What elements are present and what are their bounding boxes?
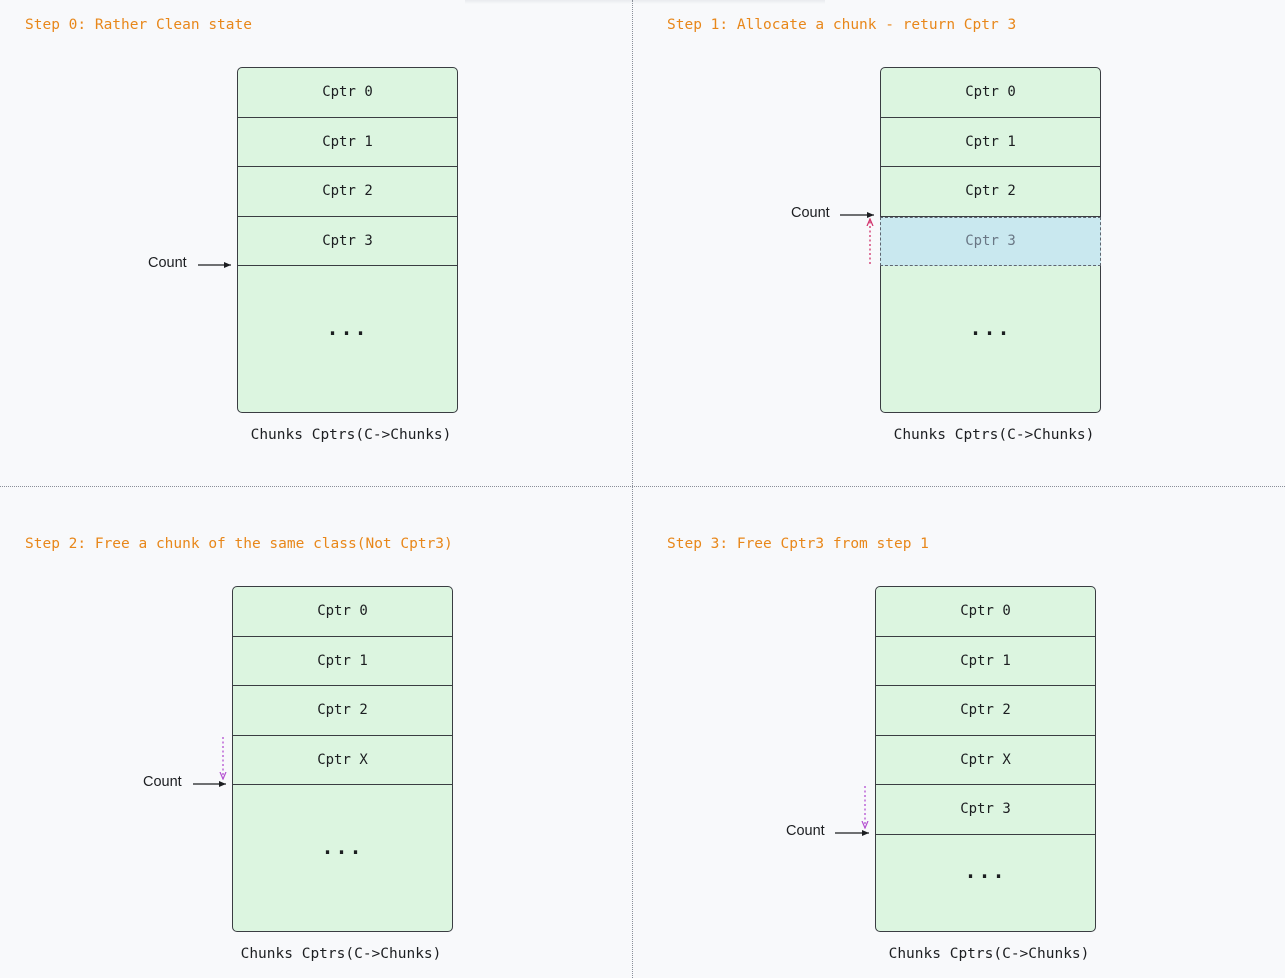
step-0-title: Step 0: Rather Clean state xyxy=(25,17,252,33)
step-0-cell-3: Cptr 3 xyxy=(238,217,457,266)
step-2-cell-0: Cptr 0 xyxy=(233,587,452,637)
step-2-count-label: Count xyxy=(143,774,182,790)
step-3-ellipsis: ... xyxy=(964,859,1007,883)
step-0-count-label: Count xyxy=(148,255,187,271)
step-1-ellipsis: ... xyxy=(969,316,1012,340)
step-2-caption: Chunks Cptrs(C->Chunks) xyxy=(240,946,442,962)
step-0-cell-0: Cptr 0 xyxy=(238,68,457,118)
step-2-ellipsis: ... xyxy=(321,835,364,859)
step-3-cell-3: Cptr X xyxy=(876,736,1095,785)
step-0-cell-2: Cptr 2 xyxy=(238,167,457,217)
step-1-cell-2: Cptr 2 xyxy=(881,167,1100,217)
vertical-divider xyxy=(632,0,633,978)
step-3-count-label: Count xyxy=(786,823,825,839)
step-1-cell-1: Cptr 1 xyxy=(881,118,1100,167)
step-1-count-label: Count xyxy=(791,205,830,221)
step-3-cell-1: Cptr 1 xyxy=(876,637,1095,686)
step-3-cell-2: Cptr 2 xyxy=(876,686,1095,736)
step-1-chunk-stack: Cptr 0 Cptr 1 Cptr 2 Cptr 3 ... xyxy=(880,67,1101,413)
top-edge-shadow xyxy=(465,0,825,4)
step-0-cell-1: Cptr 1 xyxy=(238,118,457,167)
step-3-chunk-stack: Cptr 0 Cptr 1 Cptr 2 Cptr X Cptr 3 ... xyxy=(875,586,1096,932)
step-2-chunk-stack: Cptr 0 Cptr 1 Cptr 2 Cptr X ... xyxy=(232,586,453,932)
step-3-cell-0: Cptr 0 xyxy=(876,587,1095,637)
step-3-caption: Chunks Cptrs(C->Chunks) xyxy=(888,946,1090,962)
step-3-title: Step 3: Free Cptr3 from step 1 xyxy=(667,536,929,552)
horizontal-divider xyxy=(0,486,1285,487)
step-0-chunk-stack: Cptr 0 Cptr 1 Cptr 2 Cptr 3 ... xyxy=(237,67,458,413)
step-2-cell-2: Cptr 2 xyxy=(233,686,452,736)
step-3-cell-4: Cptr 3 xyxy=(876,785,1095,835)
step-2-cell-1: Cptr 1 xyxy=(233,637,452,686)
step-0-caption: Chunks Cptrs(C->Chunks) xyxy=(250,427,452,443)
step-1-cell-3-allocated: Cptr 3 xyxy=(880,216,1101,266)
step-1-caption: Chunks Cptrs(C->Chunks) xyxy=(893,427,1095,443)
step-1-title: Step 1: Allocate a chunk - return Cptr 3 xyxy=(667,17,1017,33)
step-2-title: Step 2: Free a chunk of the same class(N… xyxy=(25,536,453,552)
step-1-cell-0: Cptr 0 xyxy=(881,68,1100,118)
step-2-cell-3: Cptr X xyxy=(233,736,452,785)
step-0-ellipsis: ... xyxy=(326,316,369,340)
